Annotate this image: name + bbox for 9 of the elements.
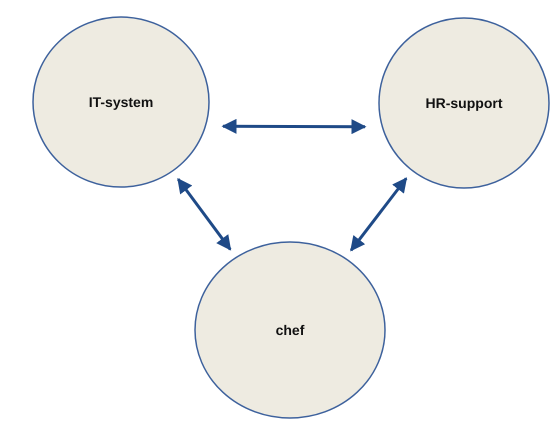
ellipse-node xyxy=(194,241,386,419)
node-label: HR-support xyxy=(426,95,502,111)
node-label: chef xyxy=(276,322,304,338)
double-arrow xyxy=(176,178,232,251)
double-arrow xyxy=(222,118,366,134)
node-label: IT-system xyxy=(88,94,154,110)
double-arrow xyxy=(350,177,408,252)
ellipse-node xyxy=(378,17,550,189)
ellipse-node xyxy=(32,16,210,188)
